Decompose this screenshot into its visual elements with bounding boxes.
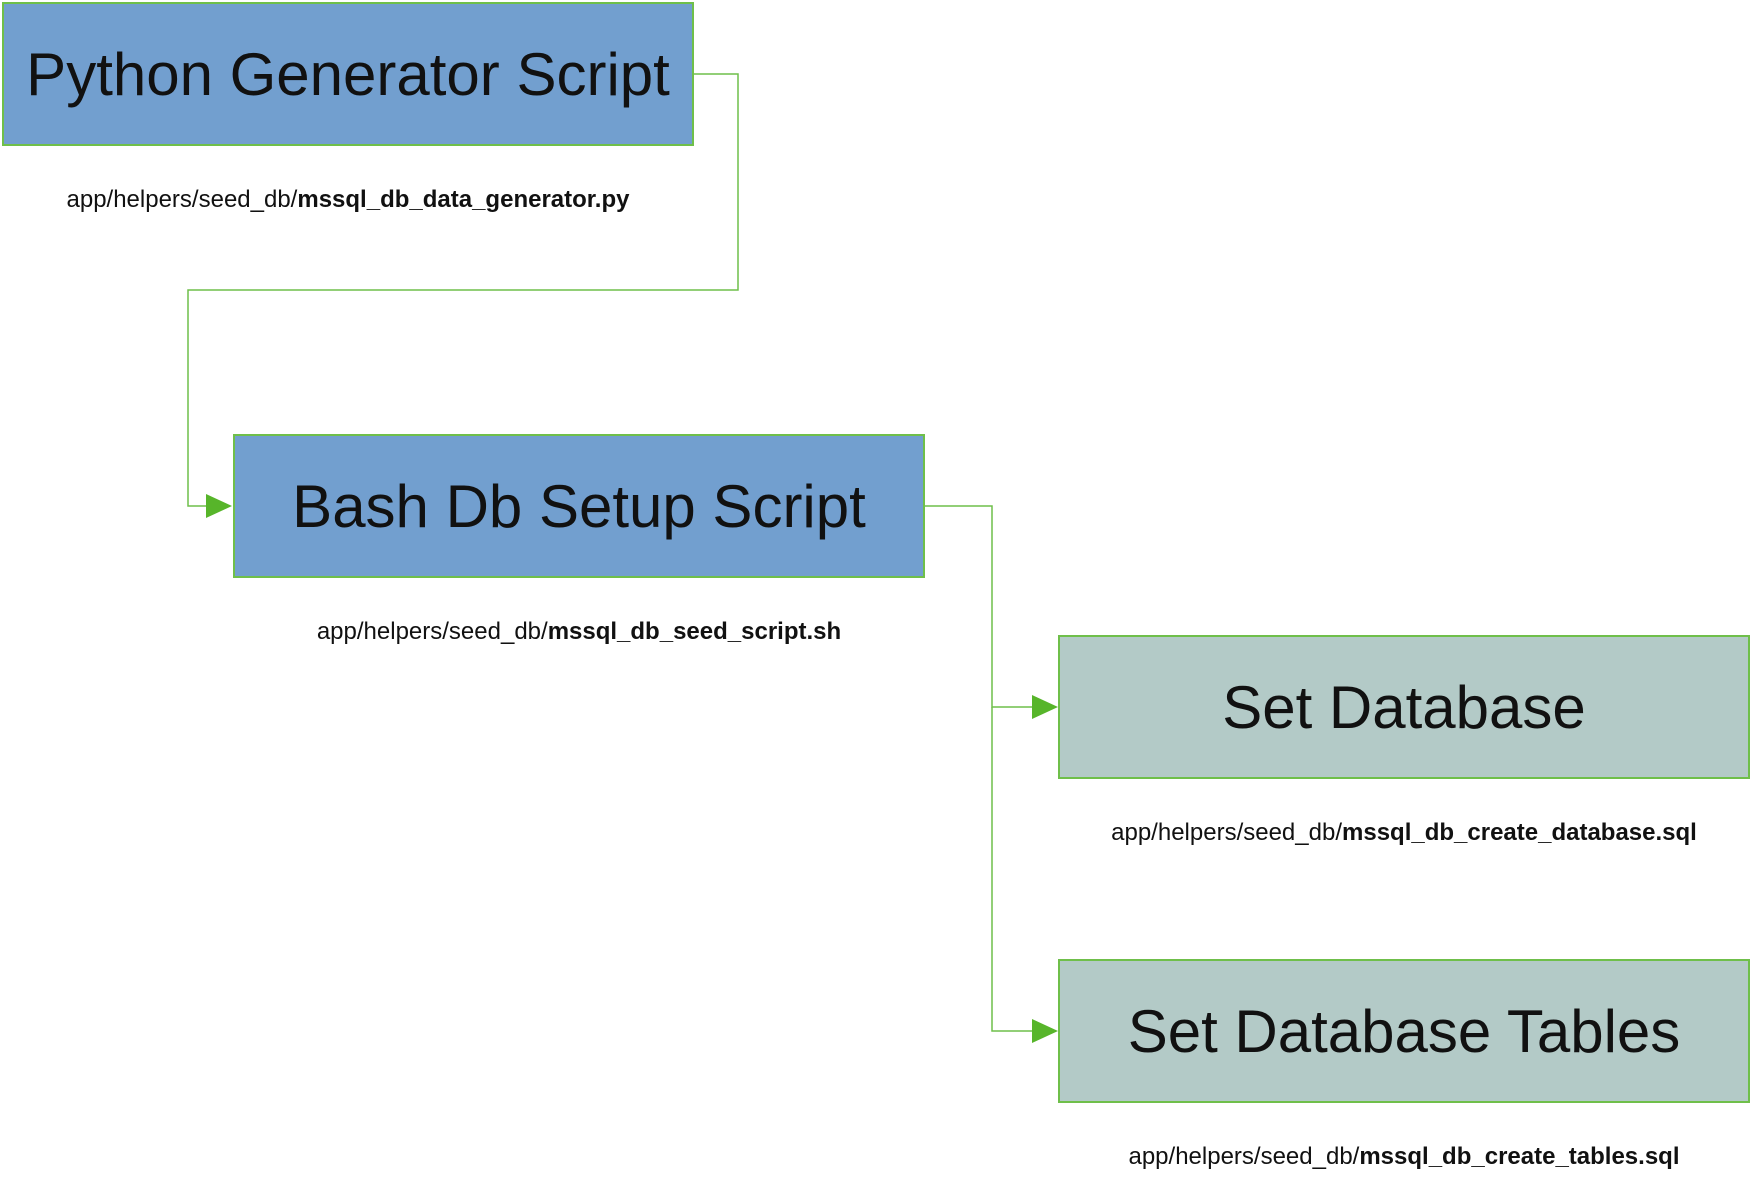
path-file: mssql_db_create_tables.sql [1359, 1143, 1680, 1170]
arrowhead-set-database [1032, 695, 1058, 719]
set-database-title: Set Database [1222, 673, 1586, 741]
arrowhead-set-tables [1032, 1019, 1058, 1043]
bash-db-setup-script-node[interactable]: Bash Db Setup Script [233, 434, 925, 578]
path-prefix: app/helpers/seed_db/ [316, 618, 548, 645]
python-generator-script-node[interactable]: Python Generator Script [2, 2, 694, 146]
connector-bash-to-set-tables [991, 707, 1032, 1032]
arrowhead-bash [206, 494, 232, 518]
path-prefix: app/helpers/seed_db/ [1111, 819, 1342, 846]
bash-db-setup-script-path: app/helpers/seed_db/mssql_db_seed_script… [233, 618, 925, 646]
path-file: mssql_db_seed_script.sh [547, 618, 842, 645]
set-database-node[interactable]: Set Database [1058, 635, 1750, 779]
set-database-tables-title: Set Database Tables [1127, 997, 1681, 1065]
set-database-tables-node[interactable]: Set Database Tables [1058, 959, 1750, 1103]
bash-db-setup-script-title: Bash Db Setup Script [292, 472, 866, 540]
set-database-path: app/helpers/seed_db/mssql_db_create_data… [1058, 819, 1750, 847]
path-prefix: app/helpers/seed_db/ [1128, 1143, 1360, 1170]
path-prefix: app/helpers/seed_db/ [66, 186, 298, 213]
path-file: mssql_db_data_generator.py [297, 186, 630, 213]
connector-python-to-bash [187, 73, 739, 507]
python-generator-script-path: app/helpers/seed_db/mssql_db_data_genera… [2, 186, 694, 214]
path-file: mssql_db_create_database.sql [1342, 819, 1697, 846]
set-database-tables-path: app/helpers/seed_db/mssql_db_create_tabl… [1058, 1143, 1750, 1171]
connector-bash-to-set-database [925, 505, 1032, 708]
python-generator-script-title: Python Generator Script [26, 40, 670, 108]
